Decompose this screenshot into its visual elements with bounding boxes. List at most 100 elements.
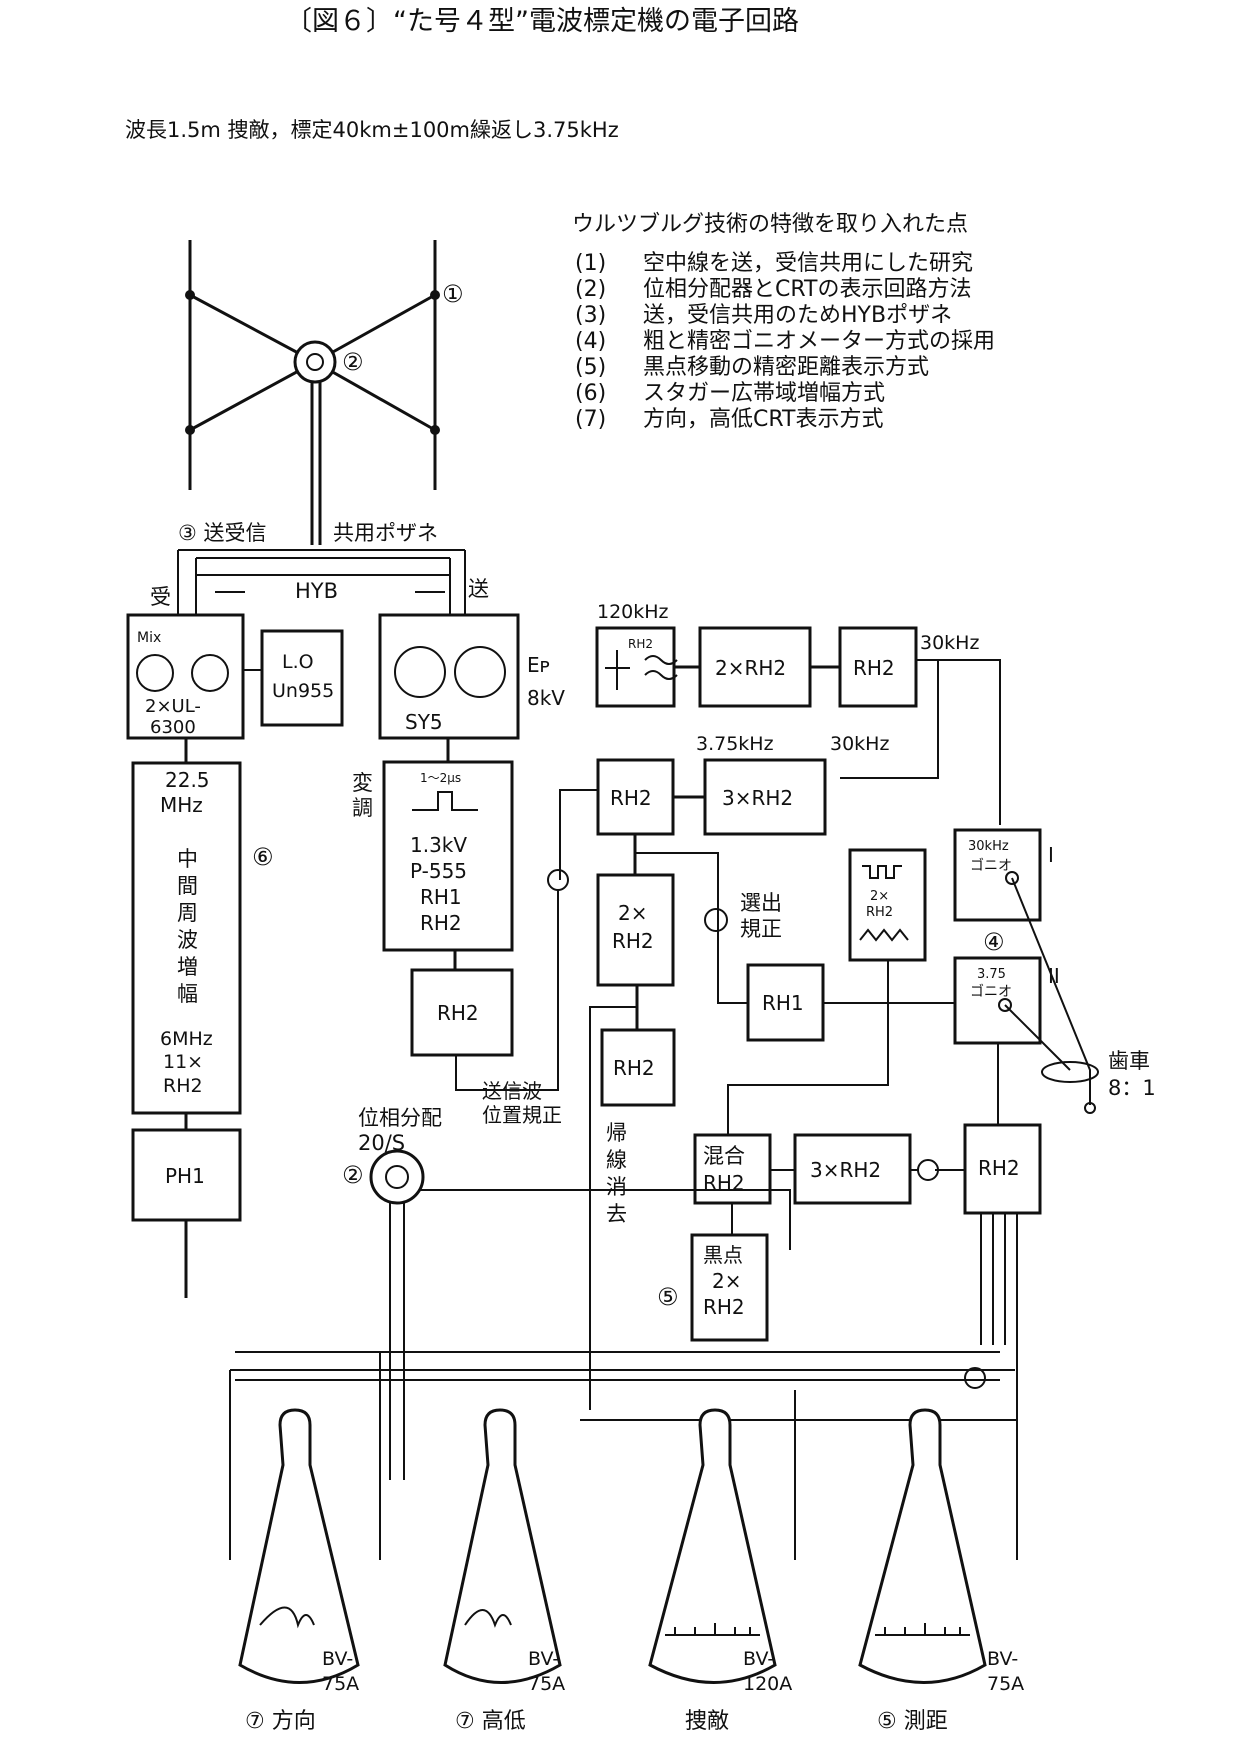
phase-splitter: 位相分配 20/S ② bbox=[342, 1106, 442, 1205]
junction-dot bbox=[185, 290, 195, 300]
block-label: 3×RH2 bbox=[810, 1158, 881, 1182]
rx-label: 受 bbox=[150, 585, 171, 609]
if-vertical-text: 波 bbox=[177, 928, 198, 952]
antenna-feed bbox=[314, 293, 436, 364]
tx-tube bbox=[394, 646, 446, 698]
marker-4: ④ bbox=[983, 928, 1005, 956]
crt-azimuth: BV- 75A ⑦ 方向 bbox=[238, 1408, 360, 1734]
crt-caption: ⑤ 測距 bbox=[877, 1709, 948, 1734]
goniometer-label: 30kHz bbox=[968, 839, 1009, 854]
blank-vertical-text: 去 bbox=[606, 1202, 627, 1226]
hyb-label: HYB bbox=[295, 579, 338, 603]
feature-text: 黒点移動の精密距離表示方式 bbox=[643, 355, 929, 380]
crt-range: BV- 75A ⑤ 測距 bbox=[858, 1408, 1024, 1734]
modulator-spec: P-555 bbox=[410, 859, 467, 883]
marker-5: ⑤ bbox=[657, 1283, 679, 1311]
marker-1: ① bbox=[442, 280, 464, 308]
antenna-feed bbox=[189, 360, 316, 432]
feature-text: 方向，高低CRT表示方式 bbox=[643, 407, 884, 432]
box-rh2-b: RH2 bbox=[596, 758, 705, 836]
crt-label: 120A bbox=[743, 1673, 792, 1695]
gear-linkage bbox=[1004, 1004, 1071, 1071]
if-vertical-text: 間 bbox=[177, 874, 198, 898]
ep-kv-label: 8kV bbox=[527, 686, 565, 710]
gear-knob bbox=[1084, 1102, 1096, 1114]
box-3xrh2-a: 3×RH2 bbox=[703, 758, 827, 836]
signal-line bbox=[455, 890, 559, 1091]
signal-line bbox=[589, 1006, 637, 1410]
goniometer-dial bbox=[1005, 871, 1019, 885]
osc-freq-label: 120kHz bbox=[597, 601, 669, 623]
crt-elevation: BV- 75A ⑦ 高低 bbox=[443, 1408, 565, 1734]
features-list: ウルツブルグ技術の特徴を取り入れた点 (1) 空中線を送，受信共用にした研究 (… bbox=[572, 212, 995, 432]
select-label: 規正 bbox=[740, 917, 782, 941]
local-oscillator-box: L.O Un955 bbox=[243, 629, 344, 727]
ep-label: Eᴘ bbox=[527, 653, 550, 677]
feature-text: 位相分配器とCRTの表示回路方法 bbox=[643, 277, 972, 302]
box-rh2-c: RH2 bbox=[600, 985, 676, 1107]
signal-line bbox=[727, 960, 889, 1155]
junction-dot bbox=[430, 425, 440, 435]
blank-vertical-text: 消 bbox=[606, 1175, 627, 1199]
if-vertical-text: 増 bbox=[177, 955, 198, 979]
select-dial bbox=[704, 908, 728, 932]
mixer-tube bbox=[191, 654, 229, 692]
osc-rh2-label: RH2 bbox=[628, 637, 653, 651]
roman-label: I bbox=[1048, 843, 1054, 867]
block-label: RH2 bbox=[703, 1295, 745, 1319]
hyb-section: ③ 送受信 共用ポザネ HYB 受 送 bbox=[150, 521, 489, 615]
modulator-label: 調 bbox=[352, 796, 373, 820]
feature-num: (7) bbox=[575, 407, 606, 432]
mixer-tube bbox=[136, 654, 174, 692]
goniometer-dial bbox=[998, 998, 1012, 1012]
goniometer-label: ゴニオ bbox=[970, 857, 1012, 874]
block-label: RH2 bbox=[978, 1156, 1020, 1180]
hyb-right-label: 共用ポザネ bbox=[333, 521, 438, 545]
if-vertical-text: 周 bbox=[177, 901, 198, 925]
feature-text: 送，受信共用のためHYBポザネ bbox=[643, 303, 952, 328]
junction-dot bbox=[185, 425, 195, 435]
waveform-icon bbox=[862, 865, 902, 879]
goniometer-label: 3.75 bbox=[977, 967, 1006, 982]
gear-icon bbox=[1041, 1061, 1099, 1083]
if-freq: MHz bbox=[160, 793, 203, 817]
goniometer-label: ゴニオ bbox=[970, 983, 1012, 1000]
if-spec: RH2 bbox=[163, 1075, 203, 1097]
tx-tube bbox=[454, 646, 506, 698]
feature-num: (5) bbox=[575, 355, 606, 380]
signal-30k-line bbox=[916, 659, 1001, 825]
block-label: 2× bbox=[618, 901, 647, 925]
antenna-feed bbox=[189, 293, 316, 364]
block-label: RH1 bbox=[762, 991, 804, 1015]
block-label: 2× bbox=[712, 1269, 741, 1293]
if-spec: 11× bbox=[163, 1051, 203, 1073]
modulator-spec: RH1 bbox=[420, 885, 462, 909]
select-label: 選出 bbox=[740, 891, 782, 915]
mixer-rh2: 混合 RH2 bbox=[693, 1133, 795, 1205]
diagram-subtitle: 波長1.5m 捜敵，標定40km±100m繰返し3.75kHz bbox=[125, 118, 619, 142]
block-label: RH2 bbox=[866, 905, 893, 920]
signal-line bbox=[635, 852, 748, 1004]
if-freq: 22.5 bbox=[165, 768, 210, 792]
signal-30k-line bbox=[840, 660, 939, 779]
phase-splitter-inner bbox=[385, 1165, 409, 1189]
crt-trace bbox=[259, 1606, 315, 1629]
block-label: 2× bbox=[870, 889, 889, 904]
crt-trace bbox=[665, 1623, 760, 1636]
feature-num: (2) bbox=[575, 277, 606, 302]
block-label: 3×RH2 bbox=[722, 786, 793, 810]
lo-label: L.O bbox=[282, 651, 314, 673]
crt-caption: ⑦ 方向 bbox=[245, 1709, 316, 1734]
phase-output-lines bbox=[389, 1189, 791, 1480]
pulse-symbol bbox=[412, 791, 478, 811]
rx-tube-label: 2×UL- bbox=[145, 696, 201, 717]
modulator-spec: 1.3kV bbox=[410, 833, 467, 857]
block-label: RH2 bbox=[703, 1171, 745, 1195]
crt-label: 75A bbox=[987, 1673, 1024, 1695]
gear-label: 8：1 bbox=[1108, 1076, 1156, 1100]
crt-trace bbox=[875, 1623, 970, 1636]
feature-text: 粗と精密ゴニオメーター方式の採用 bbox=[643, 329, 995, 354]
hyb-lines bbox=[178, 549, 465, 559]
feature-num: (3) bbox=[575, 303, 606, 328]
